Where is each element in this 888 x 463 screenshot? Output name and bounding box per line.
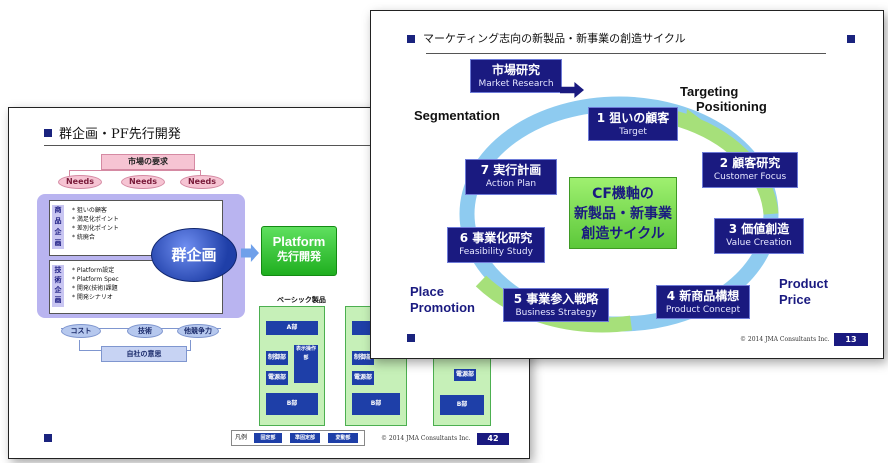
group-planning-oval: 群企画 — [151, 228, 237, 282]
step-2-jp: 2 顧客研究 — [719, 156, 781, 170]
page-number: 42 — [477, 433, 509, 445]
page-number: 13 — [834, 333, 868, 346]
cabinet1-power: 電源部 — [266, 371, 288, 385]
tech-item-4: * 開発シナリオ — [72, 294, 113, 301]
step-5-box: 5 事業参入戦略 Business Strategy — [503, 288, 609, 322]
product-cabinet-1: A部 制御部 表示操作部 電源部 B部 — [259, 306, 325, 426]
title-bullet — [44, 129, 52, 137]
cabinet1-ctrl: 制御部 — [266, 351, 288, 365]
legend-semi: 準固定部 — [290, 433, 320, 443]
product-cabinet-3: 電源部 B部 — [433, 358, 491, 426]
copyright: © 2014 JMA Consultants Inc. — [740, 336, 830, 343]
platform-sub: 先行開発 — [277, 250, 321, 263]
market-research-box: 市場研究 Market Research — [470, 59, 562, 93]
market-research-en: Market Research — [478, 79, 554, 89]
platform-title: Platform — [272, 234, 326, 249]
cabinet1-a: A部 — [266, 321, 318, 335]
step-3-box: 3 価値創造 Value Creation — [714, 218, 804, 254]
request-connector — [69, 170, 201, 177]
tech-planning-label: 技術企画 — [52, 265, 64, 307]
slide-title: 群企画・PF先行開発 — [59, 127, 181, 142]
cabinet2-power: 電源部 — [352, 371, 374, 385]
product-item-3: * 差別化ポイント — [72, 225, 119, 232]
product-planning-label: 商品企画 — [52, 205, 64, 249]
copyright: © 2014 JMA Consultants Inc. — [381, 435, 471, 442]
cabinet3-b: B部 — [440, 395, 484, 415]
cabinet2-b: B部 — [352, 393, 400, 415]
cabinet2-ctrl: 制御部 — [352, 351, 374, 365]
step-6-en: Feasibility Study — [459, 247, 533, 257]
place-label: Place — [410, 284, 444, 299]
step-4-box: 4 新商品構想 Product Concept — [656, 285, 750, 319]
title-bullet-right — [847, 35, 855, 43]
needs-oval-1: Needs — [58, 175, 102, 189]
arrow-right-icon — [241, 244, 259, 262]
targeting-label: Targeting — [680, 84, 739, 99]
product-label: Product — [779, 276, 829, 291]
footer-bullet — [407, 334, 415, 342]
step-2-en: Customer Focus — [713, 172, 787, 182]
needs-oval-2: Needs — [121, 175, 165, 189]
market-request: 市場の要求 — [101, 154, 195, 170]
base-product-label: ベーシック製品 — [277, 296, 326, 304]
step-7-box: 7 実行計画 Action Plan — [465, 159, 557, 195]
step-6-box: 6 事業化研究 Feasibility Study — [447, 227, 545, 263]
product-item-1: * 狙いの顧客 — [72, 207, 107, 214]
step-1-box: 1 狙いの顧客 Target — [588, 107, 678, 141]
footer-bullet — [44, 434, 52, 442]
step-2-box: 2 顧客研究 Customer Focus — [702, 152, 798, 188]
product-item-4: * 統廃合 — [72, 234, 95, 241]
market-research-jp: 市場研究 — [491, 63, 540, 77]
step-3-jp: 3 価値創造 — [728, 222, 790, 236]
step-4-en: Product Concept — [665, 305, 741, 315]
legend-variable: 変動部 — [328, 433, 358, 443]
company-will: 自社の意思 — [101, 346, 187, 362]
legend: 凡例 固定部 準固定部 変動部 — [231, 430, 365, 446]
title-rule — [426, 53, 826, 54]
step-6-jp: 6 事業化研究 — [459, 231, 533, 245]
step-5-jp: 5 事業参入戦略 — [513, 292, 599, 306]
price-label: Price — [779, 292, 811, 307]
step-5-en: Business Strategy — [515, 308, 597, 318]
center-line-2: 新製品・新事業 — [574, 206, 672, 222]
product-item-2: * 満足化ポイント — [72, 216, 119, 223]
input-tech: 技術 — [127, 324, 163, 338]
tech-item-2: * Platform Spec — [72, 276, 119, 283]
title-bullet — [407, 35, 415, 43]
promotion-label: Promotion — [410, 300, 475, 315]
step-7-jp: 7 実行計画 — [480, 163, 542, 177]
title-rule — [44, 145, 514, 146]
needs-oval-3: Needs — [180, 175, 224, 189]
center-line-3: 創造サイクル — [581, 226, 665, 242]
cabinet3-power: 電源部 — [454, 369, 476, 381]
legend-fixed: 固定部 — [254, 433, 282, 443]
positioning-label: Positioning — [696, 99, 767, 114]
tech-item-3: * 開発(技術)課題 — [72, 285, 118, 292]
step-1-en: Target — [619, 127, 647, 137]
center-line-1: CF機軸の — [592, 186, 654, 202]
ring-arrow-icon — [685, 109, 703, 129]
legend-prefix: 凡例 — [235, 434, 248, 441]
tech-item-1: * Platform設定 — [72, 267, 115, 274]
input-competitiveness: 他競争力 — [177, 324, 219, 338]
platform-box: Platform 先行開発 — [261, 226, 337, 276]
center-cycle-box: CF機軸の 新製品・新事業 創造サイクル — [569, 177, 677, 249]
segmentation-label: Segmentation — [414, 108, 500, 123]
input-cost: コスト — [61, 324, 101, 338]
slide-title: マーケティング志向の新製品・新事業の創造サイクル — [423, 32, 686, 45]
step-7-en: Action Plan — [485, 179, 537, 189]
step-1-jp: 1 狙いの顧客 — [596, 111, 670, 125]
slide-creation-cycle: マーケティング志向の新製品・新事業の創造サイクル 市場研究 Market Res… — [370, 10, 884, 359]
cabinet1-display: 表示操作部 — [294, 345, 318, 383]
step-4-jp: 4 新商品構想 — [666, 289, 740, 303]
step-3-en: Value Creation — [726, 238, 792, 248]
cabinet1-b: B部 — [266, 393, 318, 415]
